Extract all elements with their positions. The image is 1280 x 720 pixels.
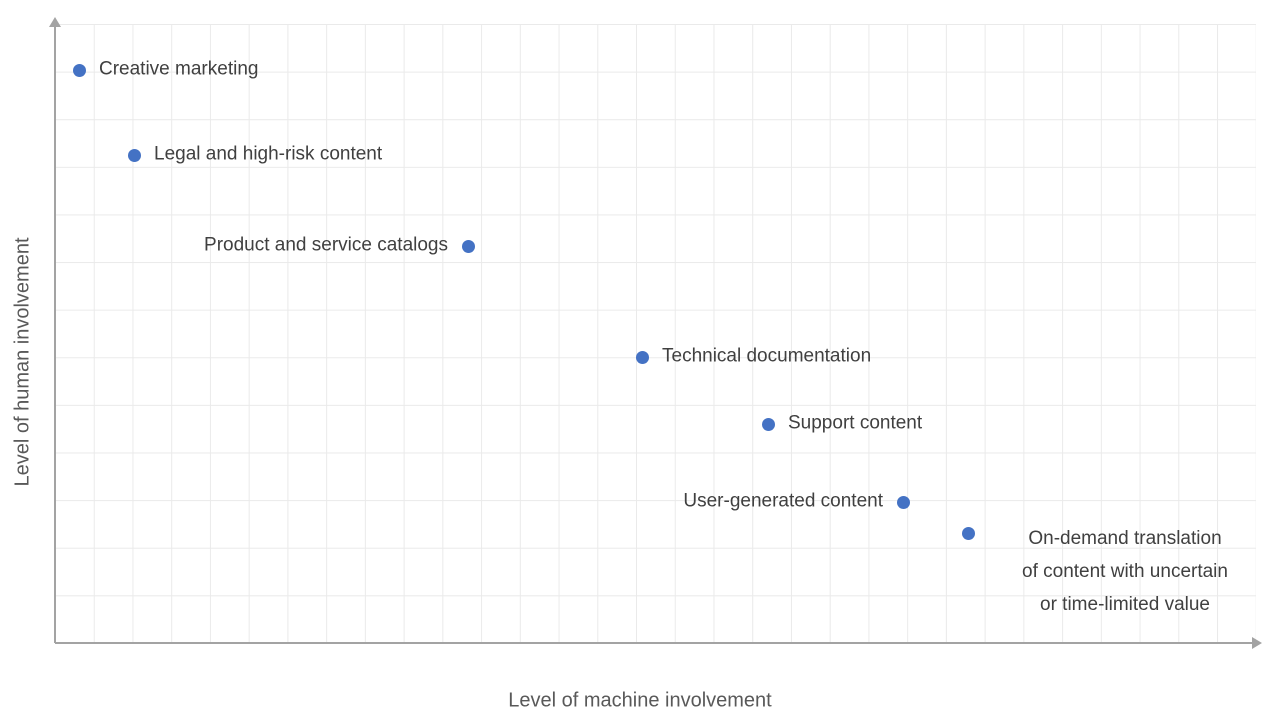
x-axis-line [55, 642, 1253, 644]
data-point-label: On-demand translation of content with unc… [985, 522, 1265, 621]
data-point [635, 350, 649, 364]
x-axis-arrowhead-icon [1252, 637, 1262, 649]
y-axis-arrowhead-icon [49, 17, 61, 27]
data-point-label-line: of content with uncertain [1022, 561, 1228, 582]
data-point [461, 239, 475, 253]
data-point-label: Creative marketing [99, 58, 259, 80]
data-point-label: User-generated content [683, 490, 883, 512]
data-point [896, 495, 910, 509]
data-point-label: Legal and high-risk content [154, 143, 383, 165]
data-point-label: Product and service catalogs [204, 234, 448, 256]
data-point [961, 526, 975, 540]
data-point [127, 148, 141, 162]
gridlines [55, 24, 1256, 644]
data-point-label: Technical documentation [662, 345, 872, 367]
data-point-label: Support content [788, 412, 923, 434]
y-axis-title: Level of human involvement [11, 237, 34, 487]
x-axis-title: Level of machine involvement [508, 689, 772, 712]
data-point-label-line: or time-limited value [1040, 594, 1210, 615]
data-point [72, 63, 86, 77]
data-point-label-line: On-demand translation [1028, 528, 1222, 549]
y-axis-line [54, 26, 56, 643]
data-point [761, 417, 775, 431]
